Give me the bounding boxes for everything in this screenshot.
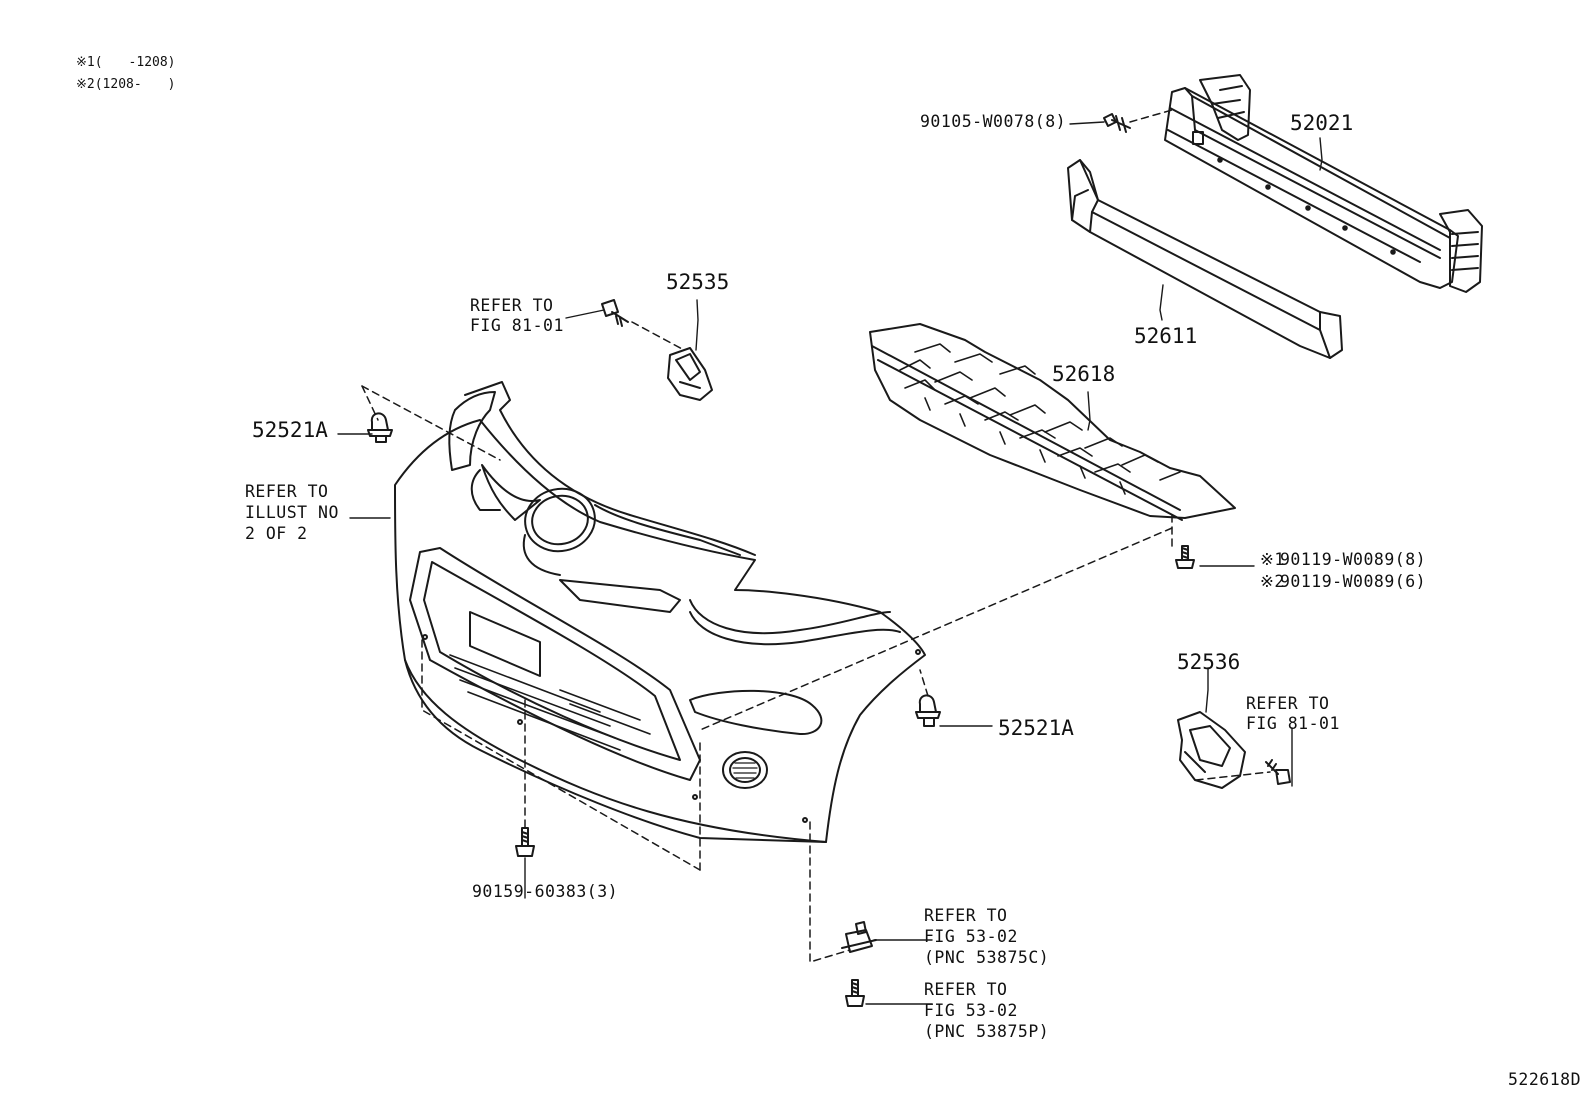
ref-53875c-line1[interactable]: REFER TO [924,906,1008,925]
ref-53875p-line1[interactable]: REFER TO [924,980,1008,999]
ref-fig-81-01-left-line1[interactable]: REFER TO [470,296,554,315]
part-number-52618[interactable]: 52618 [1052,362,1116,386]
screw-90119-icon[interactable] [1175,545,1195,569]
installation-guide-lines [361,109,1271,963]
screw-90159-icon[interactable] [515,827,535,857]
ref-fig-81-01-right-line1[interactable]: REFER TO [1246,694,1330,713]
leader-lines [337,121,1323,1005]
bolt-right-81-01-icon[interactable] [1265,759,1291,785]
part-number-52521a-right[interactable]: 52521A [998,716,1074,740]
part-number-52611[interactable]: 52611 [1134,324,1198,348]
clip-52521a-right-icon[interactable] [915,694,941,727]
bumper-retainer-52618[interactable] [869,323,1236,521]
fastener-90119-w0089-8[interactable]: ※190119-W0089(8) [1260,550,1427,569]
ref-53875p-line3[interactable]: (PNC 53875P) [924,1022,1050,1041]
ref-fig-81-01-right-line2[interactable]: FIG 81-01 [1246,714,1340,733]
screw-53875p-icon[interactable] [845,979,865,1007]
ref-fig-81-01-left-line2[interactable]: FIG 81-01 [470,316,564,335]
figure-id: 522618D [1508,1070,1582,1089]
fastener-90119-code-a: 90119-W0089(8) [1280,550,1427,569]
ref-illust-line2[interactable]: ILLUST NO [245,503,339,522]
ref-53875c-line3[interactable]: (PNC 53875C) [924,948,1050,967]
bracket-52536[interactable] [1177,711,1246,789]
fastener-90159-60383[interactable]: 90159-60383(3) [472,882,619,901]
bumper-reinforcement-52021[interactable] [1164,74,1483,293]
bolt-left-81-01-icon[interactable] [601,299,629,327]
part-number-52535[interactable]: 52535 [666,270,730,294]
mark-1: ※1 [1260,550,1285,569]
mark-2: ※2 [1260,572,1285,591]
energy-absorber-52611[interactable] [1067,159,1343,359]
ref-53875p-line2[interactable]: FIG 53-02 [924,1001,1018,1020]
front-bumper-cover[interactable] [394,381,926,843]
ref-illust-line1[interactable]: REFER TO [245,482,329,501]
fastener-90105-w0078[interactable]: 90105-W0078(8) [920,112,1067,131]
bracket-52535[interactable] [667,347,713,401]
clip-52521a-left-icon[interactable] [367,412,393,443]
nut-clip-53875c-icon[interactable] [841,921,877,953]
part-number-52536[interactable]: 52536 [1177,650,1241,674]
bolt-90105-icon[interactable] [1103,113,1131,133]
part-number-52021[interactable]: 52021 [1290,111,1354,135]
note-2: ※2(1208- ) [76,77,176,92]
fastener-90119-code-b: 90119-W0089(6) [1280,572,1427,591]
part-number-52521a-left[interactable]: 52521A [252,418,328,442]
fastener-90119-w0089-6[interactable]: ※290119-W0089(6) [1260,572,1427,591]
ref-illust-line3[interactable]: 2 OF 2 [245,524,308,543]
note-1: ※1( -1208) [76,55,176,70]
ref-53875c-line2[interactable]: FIG 53-02 [924,927,1018,946]
